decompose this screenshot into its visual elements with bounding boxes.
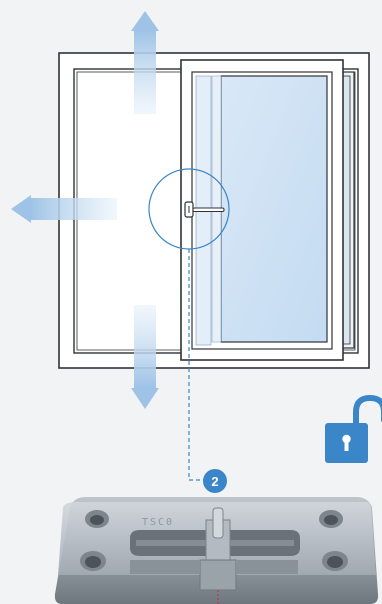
arrow-up-icon (131, 11, 159, 114)
screw-hole (80, 551, 106, 571)
glass-pane (220, 75, 328, 343)
lock-hardware-plate: TSC0 (54, 497, 379, 604)
hardware-engraving: TSC0 (142, 517, 174, 528)
screw-hole (85, 510, 109, 528)
arrow-left-icon (11, 195, 117, 223)
locking-bolt (130, 507, 298, 604)
leader-line (188, 249, 204, 481)
step-number: 2 (211, 474, 218, 489)
screw-hole (322, 551, 348, 571)
unlocked-padlock-icon (325, 394, 382, 463)
step-marker: 2 (203, 469, 227, 493)
arrow-down-icon (131, 305, 159, 409)
screw-hole (319, 510, 343, 528)
window-handle (184, 201, 225, 218)
